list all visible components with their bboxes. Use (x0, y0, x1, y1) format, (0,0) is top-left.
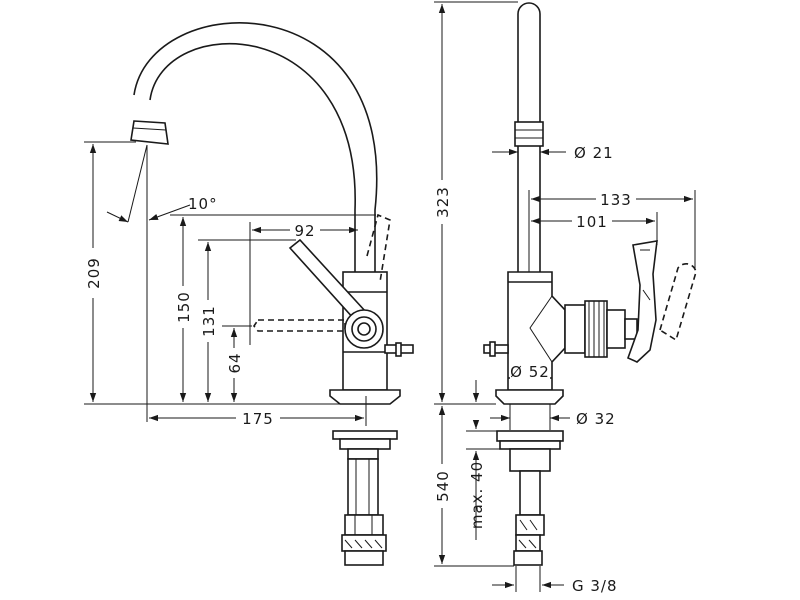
dim-label-10deg: 10° (188, 195, 218, 213)
mounting-nut-side (496, 430, 564, 442)
cartridge-side (564, 304, 586, 354)
dim-label-131: 131 (200, 305, 218, 337)
lever-handle-side (626, 240, 658, 363)
spout-tube-side (517, 2, 541, 272)
dim-label-175: 175 (242, 410, 274, 428)
front-view: 209 10° 92 150 131 64 175 (84, 22, 414, 566)
dim-label-64: 64 (226, 352, 244, 373)
base-flange (329, 389, 401, 405)
dim-label-dia52: Ø 52 (510, 363, 550, 381)
lever-alt-side-view (659, 263, 697, 342)
dim-label-dia32: Ø 32 (576, 410, 616, 428)
side-knob-left (483, 344, 509, 354)
base-flange-side (495, 389, 564, 405)
lever-alt-up (366, 213, 391, 283)
dim-label-dia21: Ø 21 (574, 144, 614, 162)
dim-label-150: 150 (175, 291, 193, 323)
dim-label-323: 323 (434, 186, 452, 218)
valve-cap-inner (357, 322, 371, 336)
spout-tip (130, 120, 169, 145)
dim-label-101: 101 (576, 213, 608, 231)
hose-connectors-front (344, 514, 384, 536)
spout-ring-side (514, 121, 544, 147)
dim-label-133: 133 (600, 191, 632, 209)
dim-label-209: 209 (85, 257, 103, 289)
dim-label-max40: max. 40 (468, 461, 486, 529)
mounting-nut-front (332, 430, 398, 440)
spout-outer (133, 22, 378, 272)
threaded-rod-front (347, 458, 379, 516)
dim-label-g38: G 3/8 (572, 577, 618, 595)
dim-label-540: 540 (434, 470, 452, 502)
spout-inner (149, 42, 356, 272)
lever-alt-side (253, 319, 346, 332)
side-view: 323 Ø 21 133 101 Ø 52 Ø 32 ma (433, 1, 697, 595)
dim-label-92: 92 (294, 222, 315, 240)
threaded-rod-side (519, 470, 541, 516)
